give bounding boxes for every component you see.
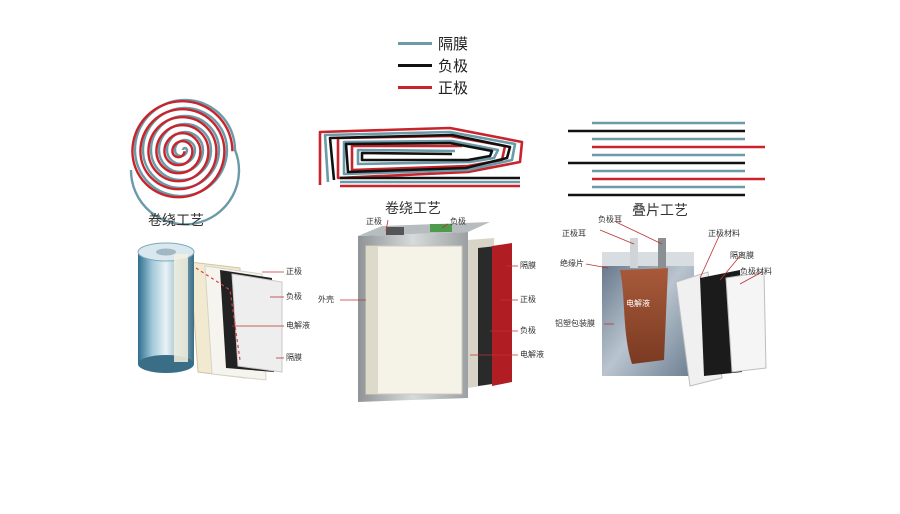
pouch-label-positive-material: 正极材料 xyxy=(708,229,740,238)
pouch-label-negative-tab: 负极耳 xyxy=(598,215,622,224)
prismatic-label-negative: 负极 xyxy=(520,326,536,335)
pouch-label-negative-material: 负极材料 xyxy=(740,267,772,276)
pouch-label-insulation: 绝缘片 xyxy=(560,259,584,268)
stacking-layers-icon xyxy=(568,121,765,197)
cylinder-label-electrolyte: 电解液 xyxy=(286,321,310,330)
flat-winding-icon xyxy=(318,126,524,188)
legend-item-cathode: 正极 xyxy=(398,76,518,98)
pouch-label-positive-tab: 正极耳 xyxy=(562,229,586,238)
prismatic-label-positive: 正极 xyxy=(520,295,536,304)
pouch-cell-icon xyxy=(585,221,767,387)
legend-item-separator: 隔膜 xyxy=(398,32,518,54)
caption-winding-middle: 卷绕工艺 xyxy=(385,201,441,217)
cylinder-label-negative: 负极 xyxy=(286,292,302,301)
legend-swatch-anode xyxy=(398,63,432,67)
caption-winding-left: 卷绕工艺 xyxy=(148,213,204,229)
legend-label-cathode: 正极 xyxy=(438,78,469,97)
prismatic-label-positive-top: 正极 xyxy=(366,217,382,226)
legend-label-anode: 负极 xyxy=(438,56,469,75)
legend-item-anode: 负极 xyxy=(398,54,518,76)
pouch-label-electrolyte: 电解液 xyxy=(626,299,650,308)
prismatic-label-casing: 外壳 xyxy=(318,295,334,304)
legend-label-separator: 隔膜 xyxy=(438,34,469,53)
spiral-winding-icon xyxy=(129,98,241,226)
pouch-label-laminate-film: 铝塑包装膜 xyxy=(555,319,595,328)
legend: 隔膜 负极 正极 xyxy=(398,32,518,98)
prismatic-label-separator: 隔膜 xyxy=(520,261,536,270)
legend-swatch-cathode xyxy=(398,85,432,89)
pouch-label-separator: 隔离膜 xyxy=(730,251,754,260)
prismatic-label-negative-top: 负极 xyxy=(450,217,466,226)
prismatic-cell-icon xyxy=(340,219,518,402)
prismatic-label-electrolyte: 电解液 xyxy=(520,350,544,359)
cylindrical-cell-icon xyxy=(137,242,284,381)
cylinder-label-positive: 正极 xyxy=(286,267,302,276)
caption-stacking: 叠片工艺 xyxy=(632,203,688,219)
cylinder-label-separator: 隔膜 xyxy=(286,353,302,362)
legend-swatch-separator xyxy=(398,41,432,45)
